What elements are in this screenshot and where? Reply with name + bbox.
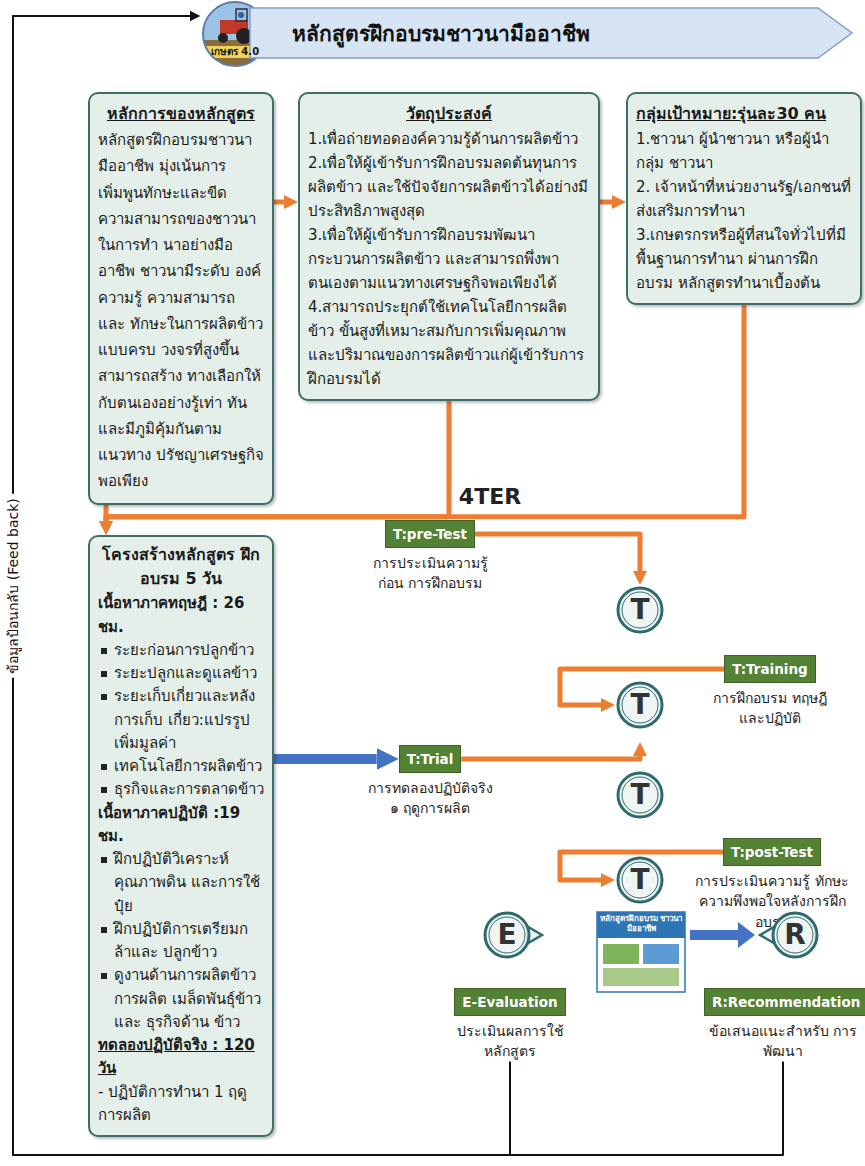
step-label: T:Training [724, 655, 816, 683]
connector [600, 200, 612, 205]
step-label: T:Trial [399, 745, 462, 773]
bullet-text: ธุรกิจและการตลาดข้าว [114, 778, 264, 801]
box-text: 1.เพื่อถ่ายทอดองค์ความรู้ด้านการผลิตข้าว [308, 127, 590, 151]
step-label: E-Evaluation [454, 988, 565, 1016]
book-cover [597, 912, 685, 992]
bullet-text: ฝึกปฏิบัติวิเคราะห์คุณภาพดิน และการใช้ปุ… [114, 848, 264, 918]
box-text: 3.เพื่อให้ผู้เข้ารับการฝึกอบรมพัฒนา กระบ… [308, 223, 590, 295]
circle-letter: T [615, 770, 665, 820]
box-heading: วัตถุประสงค์ [308, 100, 590, 127]
objective-box: วัตถุประสงค์1.เพื่อถ่ายทอดองค์ความรู้ด้า… [298, 92, 600, 401]
bullet-mark [101, 671, 107, 677]
bullet-text: ระยะก่อนการปลูกข้าว [114, 639, 264, 662]
bullet-mark [101, 648, 107, 654]
driver [238, 12, 244, 18]
step-box: T:post-Test การประเมินความรู้ ทักษะ ความพ… [682, 838, 862, 932]
step-description: การฝึกอบรม ทฤษฎีและปฏิบัติ [705, 688, 835, 729]
step-box: R:Recommendation ข้อเสนอแนะสำหรับ การพัฒน… [704, 988, 862, 1062]
book-header [597, 912, 685, 938]
bullet-text: ระยะปลูกและดูแลข้าว [114, 662, 264, 685]
strip [203, 46, 267, 58]
bullet-mark [101, 927, 107, 933]
box-text: ทดลองปฏิบัติจริง : 120 วัน [98, 1034, 264, 1081]
step-label: T:pre-Test [385, 520, 475, 548]
box-text: 2. เจ้าหน้าที่หน่วยงานรัฐ/เอกชนที่ ส่งเส… [636, 175, 852, 223]
principle-box: หลักการของหลักสูตรหลักสูตรฝึกอบรมชาวนามื… [88, 92, 274, 505]
target-box: กลุ่มเป้าหมาย:รุ่นละ30 คน1.ชาวนา ผู้นำชา… [626, 92, 862, 305]
step-box: T:Training การฝึกอบรม ทฤษฎีและปฏิบัติ [705, 655, 835, 729]
tractor-cab [236, 9, 247, 21]
bullet-item: ระยะก่อนการปลูกข้าว [98, 639, 264, 662]
step-description: การประเมินความรู้ ทักษะ ความพึงพอใจหลังก… [682, 871, 862, 932]
step-label: T:post-Test [723, 838, 821, 866]
box-text: 4.สามารถประยุกต์ใช้เทคโนโลยีการผลิตข้าว … [308, 295, 590, 391]
box-text: - ปฏิบัติการทำนา 1 ฤดูการผลิต [98, 1081, 264, 1128]
book-photo [643, 944, 679, 964]
bullet-text: ฝึกปฏิบัติการเตรียมกล้าและ ปลูกข้าว [114, 918, 264, 965]
step-description: ข้อเสนอแนะสำหรับ การพัฒนา [704, 1021, 862, 1062]
structure-box: โครงสร้างหลักสูตร ฝึกอบรม 5 วันเนื้อหาภา… [88, 535, 274, 1137]
block-arrow [690, 922, 755, 948]
step-circle: T [615, 585, 665, 635]
step-box: T:Trial การทดลองปฏิบัติจริง ๑ ฤดูการผลิต [365, 745, 495, 819]
banner-title: หลักสูตรฝึกอบรมชาวนามืออาชีพ [292, 17, 590, 50]
step-circle: R [758, 910, 820, 960]
connector [475, 534, 640, 571]
bullet-mark [101, 857, 107, 863]
bullet-text: เทคโนโลยีการผลิตข้าว [114, 755, 264, 778]
bullet-item: ฝึกปฏิบัติการเตรียมกล้าและ ปลูกข้าว [98, 918, 264, 965]
circle-letter: T [615, 855, 665, 905]
step-label: R:Recommendation [704, 988, 865, 1016]
title-banner: หลักสูตรฝึกอบรมชาวนามืออาชีพ [200, 0, 855, 66]
circle-letter: E [482, 910, 532, 960]
box-text: หลักสูตรฝึกอบรมชาวนามืออาชีพ มุ่งเน้นการ… [98, 127, 264, 495]
box-text: เนื้อหาภาคทฤษฎี : 26 ชม. [98, 592, 264, 639]
box-heading: โครงสร้างหลักสูตร ฝึกอบรม 5 วัน [98, 543, 264, 593]
feedback-label: ข้อมูลป้อนกลับ (Feed back) [2, 494, 24, 678]
step-circle: T [615, 770, 665, 820]
step-circle: T [615, 855, 665, 905]
step-circle: E [482, 910, 544, 960]
connector [274, 200, 284, 205]
bullet-item: ฝึกปฏิบัติวิเคราะห์คุณภาพดิน และการใช้ปุ… [98, 848, 264, 918]
step-description: ประเมินผลการใช้ หลักสูตร [445, 1021, 575, 1062]
step-box: T:pre-Test การประเมินความรู้ก่อน การฝึกอบ… [365, 520, 495, 594]
book-title: หลักสูตรฝึกอบรม ชาวนามืออาชีพ [599, 914, 683, 934]
step-description: การทดลองปฏิบัติจริง ๑ ฤดูการผลิต [365, 778, 495, 819]
bullet-mark [101, 787, 107, 793]
circle-letter: T [615, 680, 665, 730]
box-heading: กลุ่มเป้าหมาย:รุ่นละ30 คน [636, 100, 852, 127]
box-text: 1.ชาวนา ผู้นำชาวนา หรือผู้นำกลุ่ม ชาวนา [636, 127, 852, 175]
bullet-item: ระยะเก็บเกี่ยวและหลังการเก็บ เกี่ยว:แปรร… [98, 685, 264, 755]
bullet-item: ธุรกิจและการตลาดข้าว [98, 778, 264, 801]
banner-outline [250, 8, 852, 58]
bullet-mark [101, 973, 107, 979]
bullet-item: ดูงานด้านการผลิตข้าวการผลิต เมล็ดพันธุ์ข… [98, 964, 264, 1034]
connector [461, 756, 640, 759]
circle-letter: R [770, 910, 820, 960]
step-circle: T [615, 680, 665, 730]
bullet-item: ระยะปลูกและดูแลข้าว [98, 662, 264, 685]
circle-letter: T [615, 585, 665, 635]
book-photo [603, 968, 679, 986]
bullet-text: ดูงานด้านการผลิตข้าวการผลิต เมล็ดพันธุ์ข… [114, 964, 264, 1034]
step-box: E-Evaluation ประเมินผลการใช้ หลักสูตร [445, 988, 575, 1062]
bullet-mark [101, 694, 107, 700]
box-text: 3.เกษตรกรหรือผู้ที่สนใจทั่วไปที่มี พื้นฐ… [636, 223, 852, 295]
connector [274, 754, 377, 764]
box-heading: หลักการของหลักสูตร [98, 100, 264, 127]
picture-caption: เกษตร 4.0 [205, 46, 265, 58]
bullet-text: ระยะเก็บเกี่ยวและหลังการเก็บ เกี่ยว:แปรร… [114, 685, 264, 755]
book-photo [603, 944, 639, 964]
box-text: 2.เพื่อให้ผู้เข้ารับการฝึกอบรมลดต้นทุนกา… [308, 151, 590, 223]
model-name: 4TER [440, 484, 540, 509]
wheel [218, 33, 228, 43]
box-text: เนื้อหาภาคปฏิบัติ :19 ชม. [98, 802, 264, 849]
bullet-mark [101, 764, 107, 770]
step-description: การประเมินความรู้ก่อน การฝึกอบรม [365, 553, 495, 594]
book-picture [597, 912, 685, 992]
bullet-item: เทคโนโลยีการผลิตข้าว [98, 755, 264, 778]
